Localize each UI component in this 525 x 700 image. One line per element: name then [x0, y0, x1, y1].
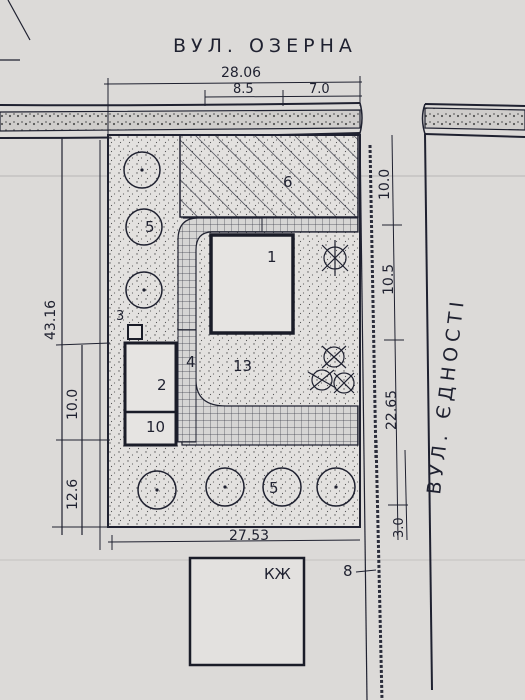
right-street-edges: [359, 132, 433, 700]
building-1: [209, 233, 295, 335]
label-tree-5a: 5: [145, 218, 155, 236]
hatched-area-6: [179, 134, 359, 218]
corner-sketch-line: [7, 0, 31, 41]
tree-circles-bottom: [137, 467, 356, 510]
dim-right-middle: 10.5: [381, 264, 397, 295]
label-annex-10: 10: [146, 418, 165, 436]
dim-left-bottom: 12.6: [65, 479, 81, 510]
tree-circles-left: [123, 151, 163, 309]
dim-right-bottom: 3.0: [392, 517, 407, 538]
dim-right-upper: 10.0: [377, 169, 393, 200]
dim-right-lower: 22.65: [384, 390, 400, 430]
label-fence-8: 8: [343, 562, 353, 580]
dim-top-total: 28.06: [221, 65, 261, 81]
shrub-symbols: [307, 240, 355, 394]
building-2: [123, 341, 178, 447]
label-tree-5b: 5: [269, 479, 279, 497]
dim-left-total: 43.16: [43, 300, 59, 340]
paved-path: [177, 217, 359, 446]
dim-top-segment-a: 8.5: [233, 82, 254, 97]
top-street-band: [0, 102, 525, 139]
dimension-lines: [50, 76, 408, 550]
label-building-1: 1: [267, 248, 277, 266]
dim-bottom-width: 27.53: [229, 528, 269, 544]
outside-block: [188, 556, 306, 667]
label-path-4: 4: [186, 353, 196, 371]
label-building-2: 2: [157, 376, 167, 394]
label-hatched-6: 6: [283, 173, 293, 191]
label-outside-block: КЖ: [264, 565, 291, 583]
label-inset-3: 3: [116, 309, 124, 324]
label-lawn-13: 13: [233, 357, 252, 375]
fence-leader: [355, 569, 377, 573]
dim-top-segment-b: 7.0: [309, 82, 330, 97]
street-name-top: ВУЛ. ОЗЕРНА: [173, 35, 357, 57]
inset-3-box: [127, 324, 143, 340]
dim-left-middle: 10.0: [65, 389, 81, 420]
